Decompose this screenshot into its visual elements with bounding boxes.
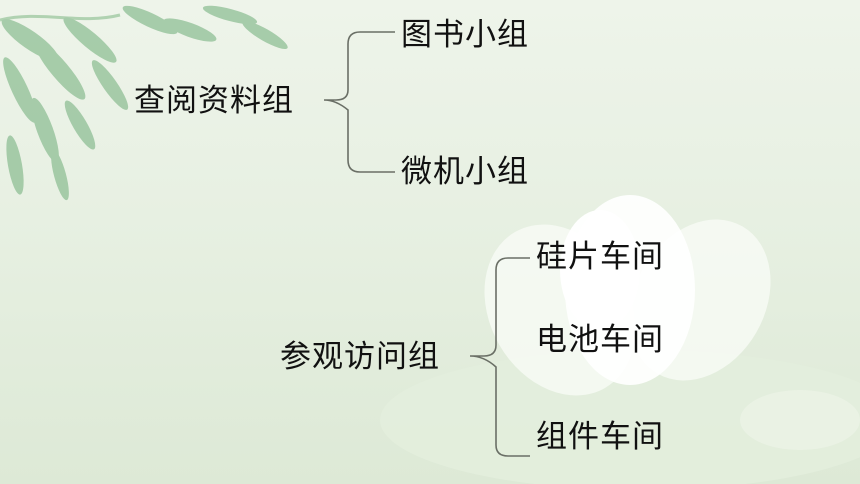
- bracket-group-1: [323, 31, 395, 173]
- group-name-research: 查阅资料组: [134, 83, 294, 119]
- bracket-group-2: [469, 257, 530, 457]
- willow-leaves-decoration: [0, 5, 288, 201]
- lotus-flower-decoration: [380, 195, 860, 484]
- group-name-visit: 参观访问组: [280, 339, 440, 375]
- subgroup-library: 图书小组: [401, 17, 529, 53]
- subgroup-computer: 微机小组: [401, 154, 529, 190]
- subgroup-module-workshop: 组件车间: [536, 419, 664, 455]
- subgroup-wafer-workshop: 硅片车间: [536, 239, 664, 275]
- subgroup-battery-workshop: 电池车间: [536, 322, 664, 358]
